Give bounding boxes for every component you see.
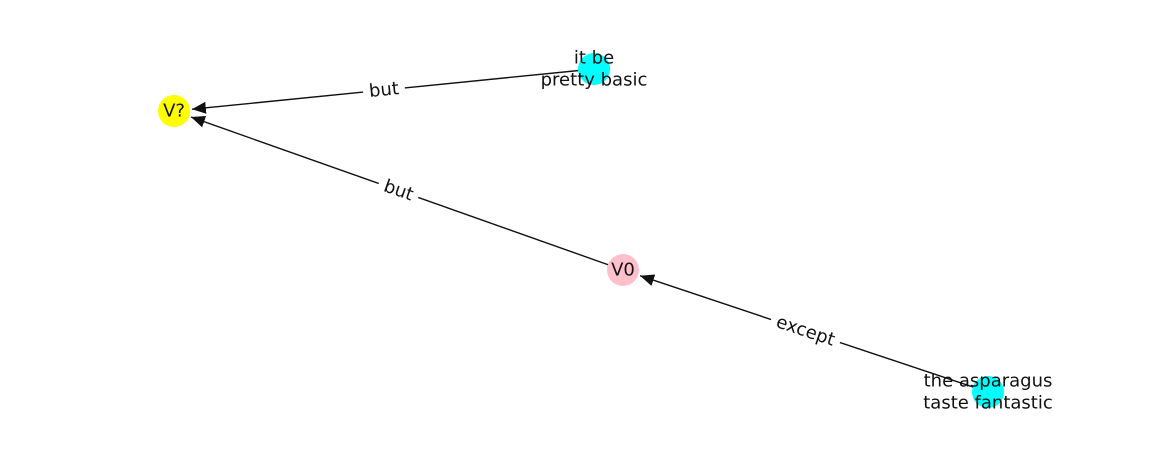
node-circle: [972, 376, 1004, 408]
node-circle: [607, 254, 639, 286]
edge-label-background: [362, 76, 406, 104]
node-vq: V?: [158, 95, 190, 127]
node-circle: [158, 95, 190, 127]
edge-labels-layer: but but except: [362, 76, 844, 353]
edges-layer: [190, 68, 989, 393]
edge-label-background: [767, 309, 844, 353]
edge-label-group: except: [767, 309, 844, 353]
node-label: the asparagus: [924, 371, 1053, 392]
edge-label-group: but: [362, 76, 406, 104]
node-label: V?: [163, 101, 185, 122]
node-circle: [578, 53, 610, 85]
edge-label-group: but: [375, 173, 422, 208]
node-label: V0: [611, 260, 635, 281]
edge-label: except: [773, 311, 837, 350]
node-label: it be: [574, 48, 614, 69]
edge-label: but: [368, 78, 400, 102]
edge-label-background: [375, 173, 422, 208]
node-label: taste fantastic: [923, 393, 1053, 414]
node-label: pretty basic: [541, 70, 648, 91]
node-v0: V0: [607, 254, 639, 286]
